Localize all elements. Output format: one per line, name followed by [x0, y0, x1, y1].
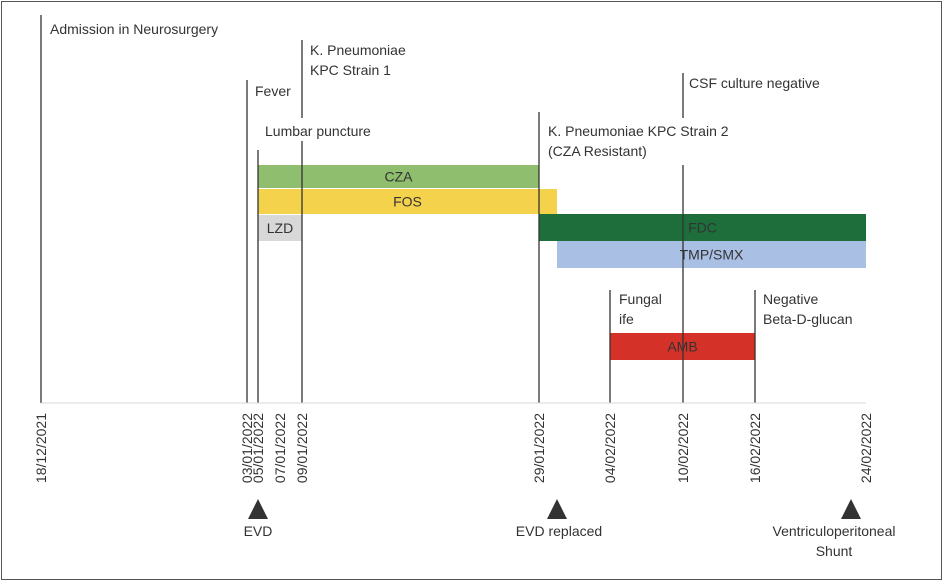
event-label-kpc1-2: KPC Strain 1 [310, 62, 391, 78]
therapy-label-tmp-smx: TMP/SMX [680, 247, 744, 263]
procedure-triangle-evd-replaced [547, 499, 567, 519]
event-label-lumbar: Lumbar puncture [265, 123, 371, 139]
event-label-kpc2-1: K. Pneumoniae KPC Strain 2 [548, 123, 729, 139]
procedure-triangle-vp-shunt [841, 499, 861, 519]
event-label-fungal-2: ife [619, 311, 634, 327]
event-label-fungal-1: Fungal [619, 291, 662, 307]
therapy-label-lzd: LZD [267, 220, 293, 236]
event-label-glucan-2: Beta-D-glucan [763, 311, 853, 327]
event-label-fever: Fever [255, 83, 291, 99]
event-label-admission: Admission in Neurosurgery [50, 21, 218, 37]
event-label-kpc1-1: K. Pneumoniae [310, 42, 406, 58]
therapy-bar-lzd [258, 215, 302, 241]
date-tick-07-01-2022: 07/01/2022 [272, 413, 288, 483]
date-tick-29-01-2022: 29/01/2022 [531, 413, 547, 483]
therapy-label-fdc: FDC [688, 220, 717, 236]
event-label-kpc2-2: (CZA Resistant) [548, 143, 647, 159]
procedure-label-evd: EVD [244, 523, 273, 539]
therapy-label-fos: FOS [393, 194, 422, 210]
date-tick-16-02-2022: 16/02/2022 [747, 413, 763, 483]
therapy-bar-cza [258, 165, 539, 188]
therapy-label-cza: CZA [385, 169, 414, 185]
event-label-csf: CSF culture negative [689, 75, 820, 91]
therapy-bar-fos [258, 189, 557, 214]
event-label-glucan-1: Negative [763, 291, 818, 307]
date-tick-04-02-2022: 04/02/2022 [602, 413, 618, 483]
procedure-triangle-evd [248, 499, 268, 519]
therapy-bar-fdc [539, 214, 866, 241]
procedure-label-evd-replaced: EVD replaced [516, 523, 602, 539]
date-tick-03-01-2022: 03/01/2022 [239, 413, 255, 483]
date-tick-24-02-2022: 24/02/2022 [858, 413, 874, 483]
therapy-bar-tmp-smx [557, 241, 866, 268]
date-tick-10-02-2022: 10/02/2022 [675, 413, 691, 483]
date-tick-09-01-2022: 09/01/2022 [294, 413, 310, 483]
date-tick-05-01-2022: 05/01/2022 [250, 413, 266, 483]
procedure-label-vp-shunt-2: Shunt [816, 543, 853, 559]
date-tick-18-12-2021: 18/12/2021 [33, 413, 49, 483]
procedure-label-vp-shunt-1: Ventriculoperitoneal [773, 523, 896, 539]
